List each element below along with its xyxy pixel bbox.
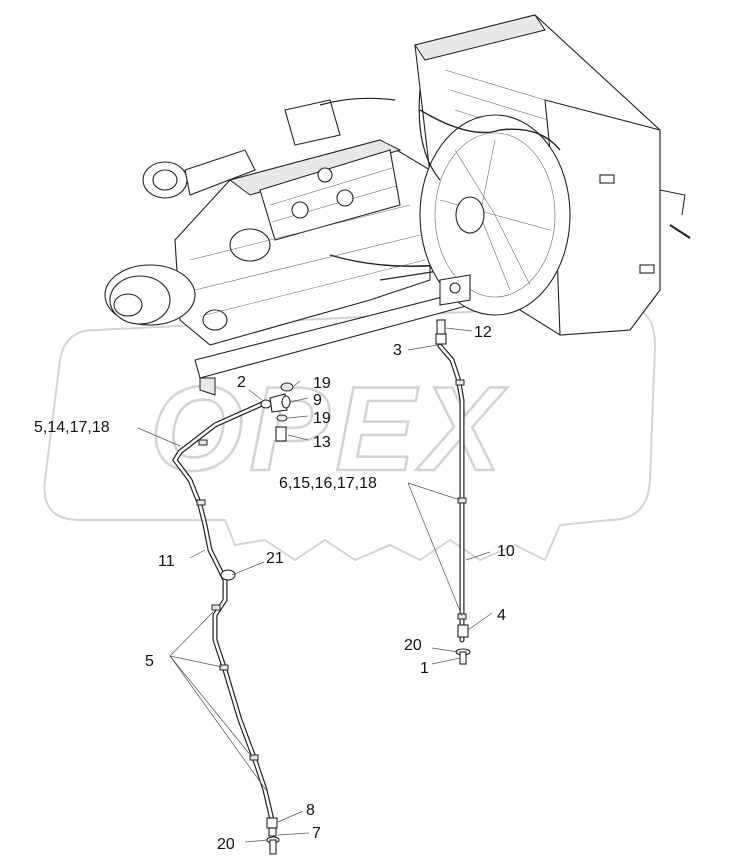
callout-20-right: 20 (404, 637, 422, 654)
washer-19-lower (276, 414, 288, 422)
callout-6-15-16-17-18: 6,15,16,17,18 (279, 475, 377, 492)
fitting-13 (275, 426, 287, 442)
callout-21: 21 (266, 550, 284, 567)
loose-parts (275, 382, 294, 442)
callout-10: 10 (497, 543, 515, 560)
callout-19-upper: 19 (313, 375, 331, 392)
callout-5-14-17-18: 5,14,17,18 (34, 419, 110, 436)
callout-3: 3 (393, 342, 402, 359)
callout-5: 5 (145, 653, 154, 670)
hose-left (171, 393, 291, 855)
callout-9: 9 (313, 392, 322, 409)
callout-12: 12 (474, 324, 492, 341)
callout-1: 1 (420, 660, 429, 677)
radiator-assembly (414, 14, 691, 336)
callout-8: 8 (306, 802, 315, 819)
watermark-logo: OPEX (43, 303, 657, 562)
callout-20-left: 20 (217, 836, 235, 853)
callout-2: 2 (237, 374, 246, 391)
callout-11: 11 (158, 553, 175, 570)
callout-7: 7 (312, 825, 321, 842)
hose-right (435, 319, 471, 665)
leader-lines (137, 327, 493, 843)
callout-4: 4 (497, 607, 506, 624)
engine-assembly (104, 97, 471, 396)
callout-labels: 2 19 9 19 13 5,14,17,18 3 12 6,15,16,17,… (34, 324, 515, 853)
callout-19-lower: 19 (313, 410, 331, 427)
washer-19-upper (280, 382, 294, 392)
callout-13: 13 (313, 434, 331, 451)
